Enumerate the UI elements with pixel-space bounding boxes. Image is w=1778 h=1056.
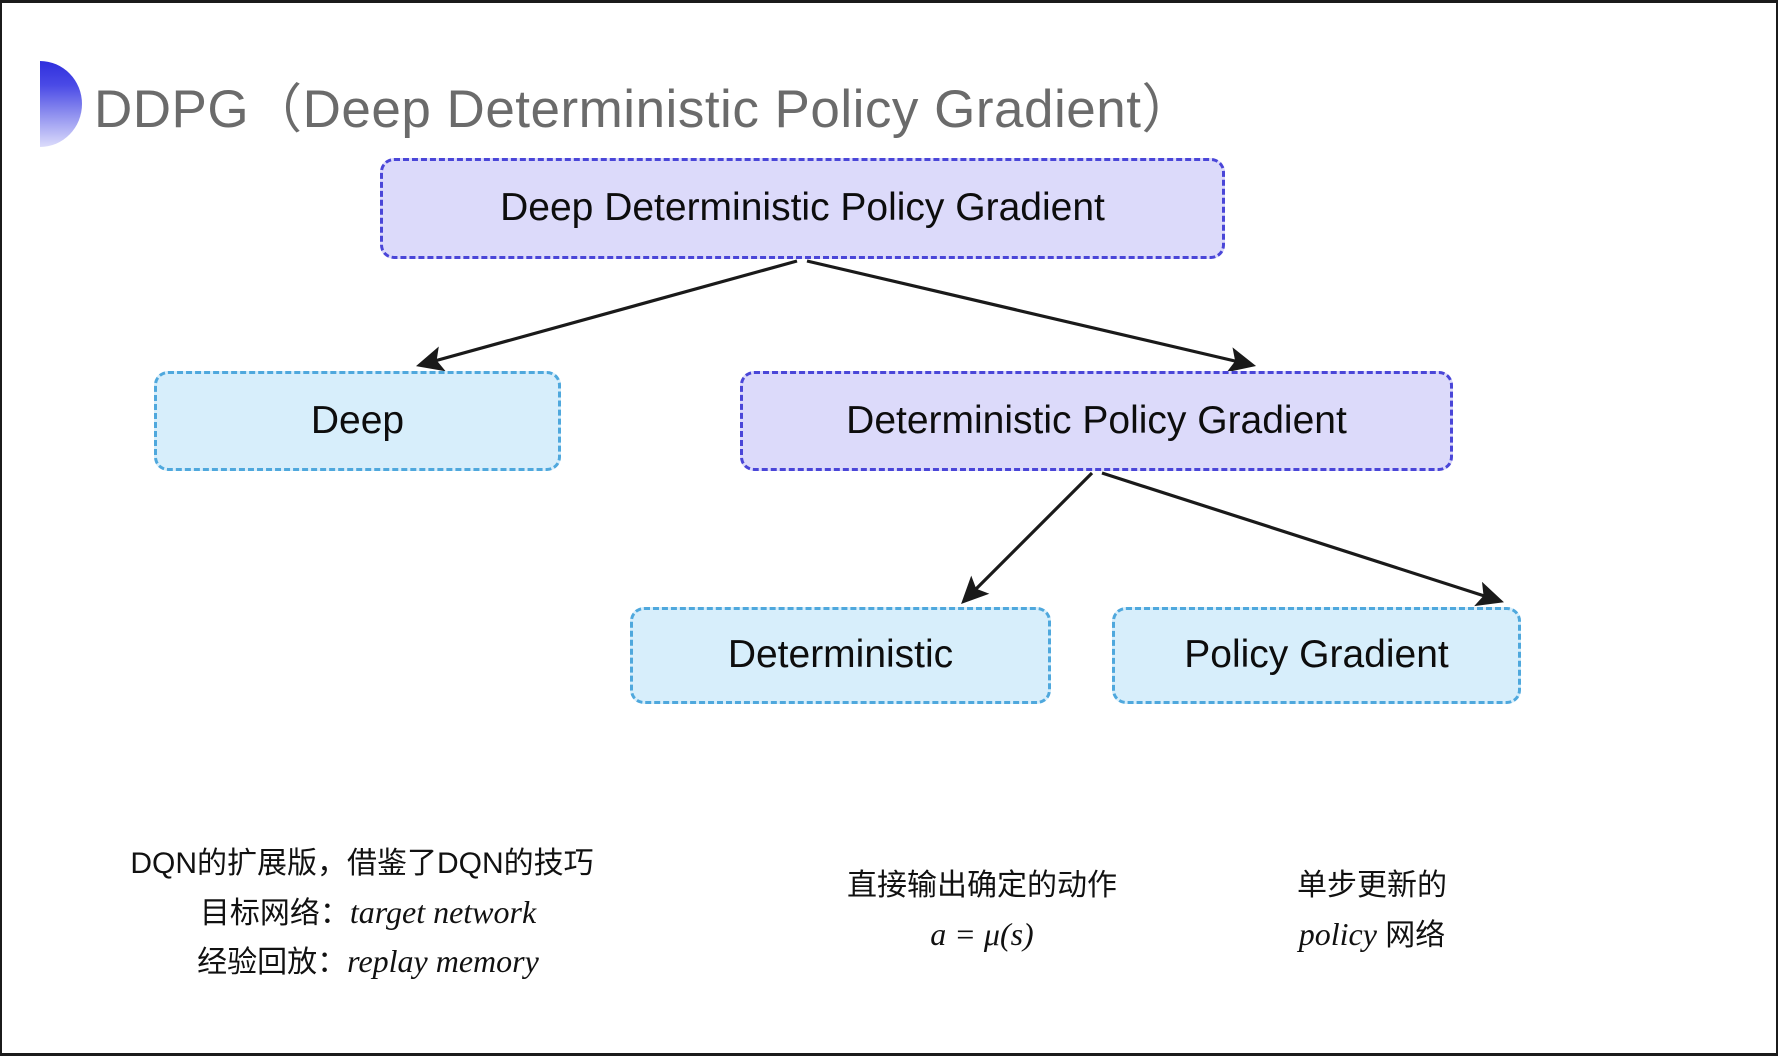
edge-root-to-deep xyxy=(415,259,798,372)
caption-right-line-2-cn: 网络 xyxy=(1376,918,1446,952)
page-title: DDPG（Deep Deterministic Policy Gradient） xyxy=(94,80,1195,139)
node-deterministic-policy-gradient[interactable]: Deterministic Policy Gradient xyxy=(740,371,1453,471)
node-label: Deep xyxy=(310,398,405,442)
edge-root-to-dpg xyxy=(806,259,1257,373)
caption-right-line-2: policy 网络 xyxy=(1162,910,1582,960)
caption-right-line-1: 单步更新的 xyxy=(1297,869,1447,902)
node-deep-deterministic-policy-gradient[interactable]: Deep Deterministic Policy Gradient xyxy=(380,158,1225,259)
caption-left-line-3: 经验回放：replay memory xyxy=(102,937,622,987)
caption-left-line-3-cn: 经验回放： xyxy=(197,946,348,980)
caption-left-line-1: DQN的扩展版，借鉴了DQN的技巧 xyxy=(130,847,594,880)
caption-left-line-2-en: target network xyxy=(349,893,537,930)
node-label: Deterministic xyxy=(727,633,954,677)
node-deep[interactable]: Deep xyxy=(154,371,561,471)
caption-policy-gradient: 单步更新的 policy 网络 xyxy=(1162,863,1582,959)
caption-deterministic: 直接输出确定的动作 a = μ(s) xyxy=(712,863,1252,959)
node-label: Policy Gradient xyxy=(1184,633,1449,677)
caption-left-line-3-en: replay memory xyxy=(347,943,539,980)
edge-dpg-to-deterministic xyxy=(961,471,1094,604)
caption-mid-formula: a = μ(s) xyxy=(930,915,1034,952)
node-policy-gradient[interactable]: Policy Gradient xyxy=(1112,607,1521,704)
caption-deep: DQN的扩展版，借鉴了DQN的技巧 目标网络：target network 经验… xyxy=(102,841,622,987)
node-label: Deep Deterministic Policy Gradient xyxy=(500,186,1105,230)
caption-mid-line-1: 直接输出确定的动作 xyxy=(847,869,1117,902)
node-label: Deterministic Policy Gradient xyxy=(846,398,1347,442)
caption-left-line-2: 目标网络：target network xyxy=(102,888,622,938)
edge-dpg-to-policy-gradient xyxy=(1101,471,1504,607)
caption-right-line-2-en: policy xyxy=(1298,915,1377,952)
caption-left-line-2-cn: 目标网络： xyxy=(199,896,350,930)
node-deterministic[interactable]: Deterministic xyxy=(630,607,1051,704)
title-leaf-decoration-icon xyxy=(40,61,82,147)
